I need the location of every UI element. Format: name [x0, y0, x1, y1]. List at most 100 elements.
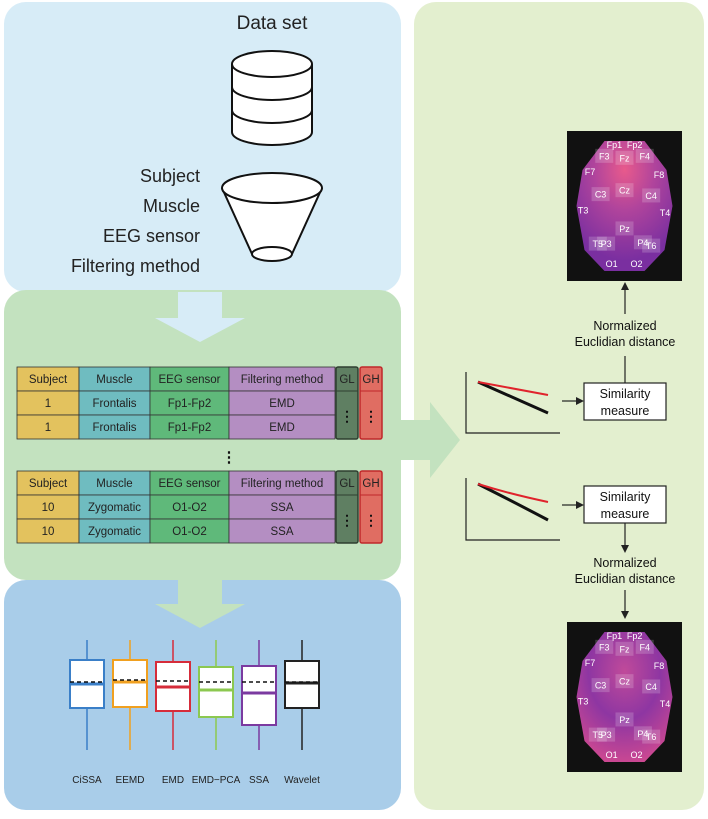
electrode-label: T3	[578, 205, 589, 215]
electrode-label: Fp1	[607, 140, 623, 150]
electrode-label: T6	[646, 732, 657, 742]
cell-value: SSA	[270, 526, 293, 538]
electrode-label: C3	[595, 190, 607, 200]
table-cell	[228, 414, 336, 440]
dataset-panel	[4, 2, 401, 292]
ellipsis: ⋮	[340, 512, 354, 528]
ellipsis: ⋮	[340, 408, 354, 424]
electrode-pad	[588, 236, 607, 251]
header-label: GH	[362, 374, 379, 386]
electrode-label: Fz	[620, 644, 630, 654]
electrode-label: F8	[654, 661, 665, 671]
electrode-label: C3	[595, 681, 607, 691]
boxplot-5: Wavelet	[284, 640, 320, 786]
electrode-pad	[635, 148, 654, 163]
electrode-label: C4	[645, 191, 657, 201]
electrode-label: F7	[585, 167, 596, 177]
electrode-pad	[591, 187, 610, 202]
electrode-pad	[588, 727, 607, 742]
electrode-label: C4	[645, 682, 657, 692]
mini-plot-axes-top	[465, 372, 560, 434]
electrode-label: O1	[606, 750, 618, 760]
electrode-pad	[615, 712, 634, 727]
electrode-label: P4	[637, 729, 648, 739]
electrode-label: Fp2	[627, 140, 643, 150]
table-right-arrow	[401, 402, 460, 478]
electrode-pad	[595, 639, 614, 654]
boxplot-box	[241, 665, 277, 726]
boxplot-label: SSA	[249, 775, 269, 786]
electrode-label: P4	[637, 238, 648, 248]
boxplot-0: CiSSA	[69, 640, 105, 786]
rows-ellipsis: ⋮	[222, 449, 237, 466]
cell-value: Zygomatic	[88, 526, 141, 538]
boxplot-box	[198, 666, 234, 718]
header-cell	[16, 470, 80, 496]
header-label: Filtering method	[241, 374, 323, 386]
electrode-label: Pz	[619, 715, 630, 725]
gl-column	[335, 366, 359, 440]
electrode-pad	[642, 238, 661, 253]
cell-value: EMD	[269, 422, 295, 434]
funnel-icon	[221, 172, 323, 262]
similarity-labels: SimilaritymeasureSimilaritymeasureNormal…	[575, 319, 676, 586]
mini-plot-line-red-top	[477, 381, 549, 396]
electrode-label: T5	[593, 730, 604, 740]
electrode-pad	[595, 148, 614, 163]
distance-label: Normalized	[593, 556, 656, 570]
electrode-label: O2	[630, 750, 642, 760]
electrode-label: F4	[639, 151, 650, 161]
cell-value: 10	[42, 526, 55, 538]
gl-column	[335, 470, 359, 544]
cell-value: Fp1-Fp2	[168, 422, 211, 434]
ellipsis: ⋮	[364, 408, 378, 424]
boxplot-label: EEMD	[116, 775, 145, 786]
electrode-pad	[642, 188, 661, 203]
filter-label-1: Muscle	[143, 196, 200, 216]
similarity-label: Similarity	[600, 490, 651, 504]
electrode-pad	[633, 726, 652, 741]
table-cell	[149, 518, 230, 544]
electrode-label: O1	[606, 259, 618, 269]
table-cell	[228, 390, 336, 416]
mini-plot-line-red-bottom	[477, 483, 549, 503]
filter-label-3: Filtering method	[71, 256, 200, 276]
electrode-label: T4	[660, 699, 671, 709]
electrode-label: Cz	[619, 186, 630, 196]
electrode-label: T3	[578, 696, 589, 706]
database-icon	[231, 50, 313, 146]
distance-label: Euclidian distance	[575, 335, 676, 349]
table-cell	[16, 494, 80, 520]
mini-plot-line-black-bottom	[477, 482, 549, 522]
table-cell	[228, 518, 336, 544]
electrode-pad	[615, 641, 634, 656]
header-label: EEG sensor	[159, 478, 221, 490]
mini-plot-axes-bottom	[465, 478, 560, 541]
cell-value: O1-O2	[172, 502, 207, 514]
similarity-label: measure	[601, 507, 650, 521]
cell-value: Fp1-Fp2	[168, 398, 211, 410]
cell-value: Frontalis	[92, 398, 136, 410]
ellipsis: ⋮	[364, 512, 378, 528]
electrode-pad	[635, 639, 654, 654]
electrode-label: T4	[660, 208, 671, 218]
boxplot-label: EMD−PCA	[192, 775, 241, 786]
similarity-box-bottom	[583, 485, 667, 524]
electrode-label: F4	[639, 642, 650, 652]
header-label: Subject	[29, 478, 68, 490]
electrode-label: P3	[601, 239, 612, 249]
header-label: GH	[362, 478, 379, 490]
dataset-title: Data set	[237, 13, 308, 34]
header-label: EEG sensor	[159, 374, 221, 386]
electrode-pad	[615, 183, 634, 198]
electrode-label: F8	[654, 170, 665, 180]
mini-plot-line-black-top	[477, 380, 549, 415]
